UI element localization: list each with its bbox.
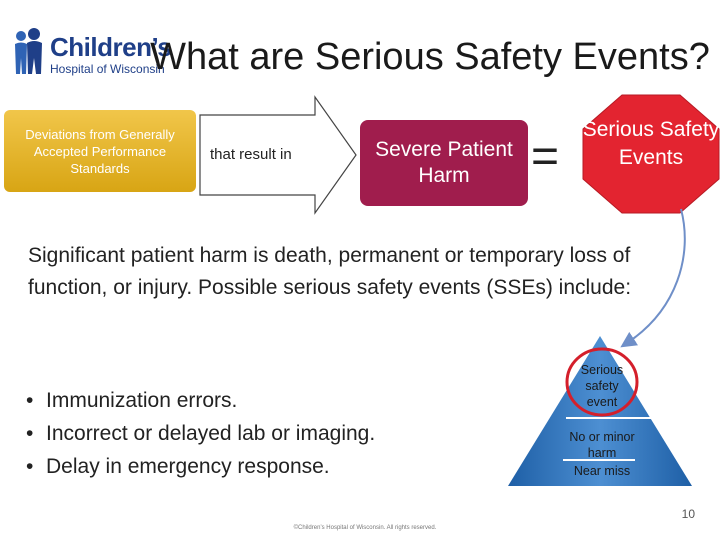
family-figures-icon xyxy=(15,28,42,74)
sse-octagon-label: Serious Safety Events xyxy=(582,118,720,169)
slide-title: What are Serious Safety Events? xyxy=(150,36,710,78)
sse-examples-list: Immunization errors. Incorrect or delaye… xyxy=(26,384,526,483)
pyramid-bottom-label: Near miss xyxy=(573,464,631,478)
list-item: Incorrect or delayed lab or imaging. xyxy=(26,417,526,450)
equals-sign: = xyxy=(531,130,560,183)
list-item: Delay in emergency response. xyxy=(26,450,526,483)
copyright-notice: ©Children’s Hospital of Wisconsin. All r… xyxy=(293,525,437,531)
childrens-hospital-logo: Children’s Hospital of Wisconsin xyxy=(12,28,172,78)
severe-harm-box: Severe Patient Harm xyxy=(360,120,528,206)
arrow-label: that result in xyxy=(210,146,292,163)
block-arrow-shape xyxy=(199,95,357,215)
body-paragraph: Significant patient harm is death, perma… xyxy=(28,244,632,299)
logo-subtitle: Hospital of Wisconsin xyxy=(50,62,165,76)
deviations-box: Deviations from Generally Accepted Perfo… xyxy=(4,110,196,192)
list-item: Immunization errors. xyxy=(26,384,526,417)
octagon-shape xyxy=(582,94,720,214)
pyramid-middle-label: No or minor harm xyxy=(569,430,635,460)
page-number: 10 xyxy=(681,507,695,521)
pyramid-shape xyxy=(508,336,692,486)
severity-pyramid: Serious safety event No or minor harm Ne… xyxy=(500,332,700,488)
pyramid-top-label: Serious safety event xyxy=(580,363,624,409)
logo-name: Children’s xyxy=(50,32,172,62)
curved-connector-arrow xyxy=(620,208,686,348)
